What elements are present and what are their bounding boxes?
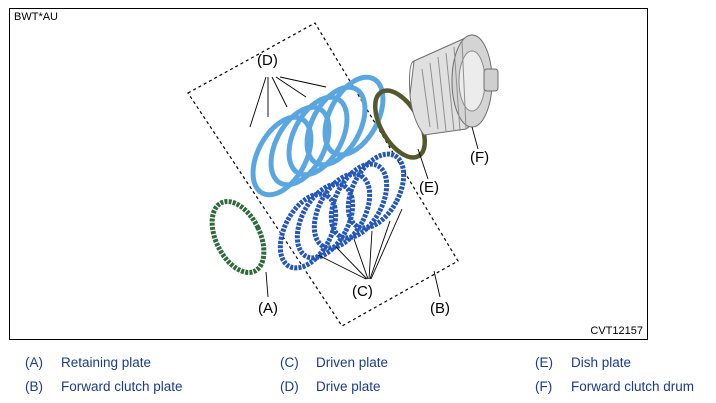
- legend-label: Drive plate: [316, 379, 381, 394]
- drive-plate: [286, 94, 350, 178]
- diagram-art: [187, 22, 499, 327]
- legend-label: Driven plate: [316, 355, 389, 370]
- callout-e: (E): [419, 179, 439, 196]
- forward-clutch-drum: [409, 34, 499, 136]
- legend-key: (D): [280, 379, 299, 394]
- leader-line-a: [265, 271, 269, 298]
- callout-a: (A): [258, 300, 278, 317]
- driven-plate: [328, 161, 390, 241]
- callout-c: (C): [352, 283, 373, 300]
- figure-code-top: BWT*AU: [14, 11, 58, 23]
- drive-plate: [304, 84, 368, 168]
- driven-plate: [277, 191, 339, 271]
- legend-label: Dish plate: [571, 355, 632, 370]
- legend-key: (B): [25, 379, 43, 394]
- legend-key: (C): [280, 355, 299, 370]
- retaining-plate: [209, 199, 267, 275]
- legend-label: Forward clutch plate: [61, 379, 183, 394]
- drive-plates: [250, 74, 386, 198]
- legend-key: (F): [535, 379, 553, 394]
- leader-line-b: [433, 270, 441, 298]
- legend-label: Forward clutch drum: [571, 379, 695, 394]
- driven-plate: [345, 151, 407, 231]
- leader-line-f: [471, 126, 479, 150]
- leader-lines-c: [317, 208, 403, 280]
- driven-plate: [311, 171, 373, 251]
- callout-f: (F): [470, 149, 490, 166]
- leader-lines-d: [249, 76, 327, 128]
- drive-plate: [322, 74, 386, 158]
- driven-plate: [294, 181, 356, 261]
- legend-label: Retaining plate: [61, 355, 152, 370]
- leader-line-e: [417, 148, 429, 180]
- legend-key: (A): [25, 355, 43, 370]
- figure-code-bottom: CVT12157: [590, 325, 643, 337]
- callout-d: (D): [257, 52, 278, 69]
- callout-b: (B): [430, 300, 450, 317]
- forward-clutch-plate-group-outline: [187, 22, 459, 327]
- legend-key: (E): [535, 355, 553, 370]
- driven-plates: [277, 151, 407, 271]
- parts-legend: (A) Retaining plate (B) Forward clutch p…: [0, 350, 716, 400]
- exploded-diagram: BWT*AU CVT12157: [9, 8, 648, 340]
